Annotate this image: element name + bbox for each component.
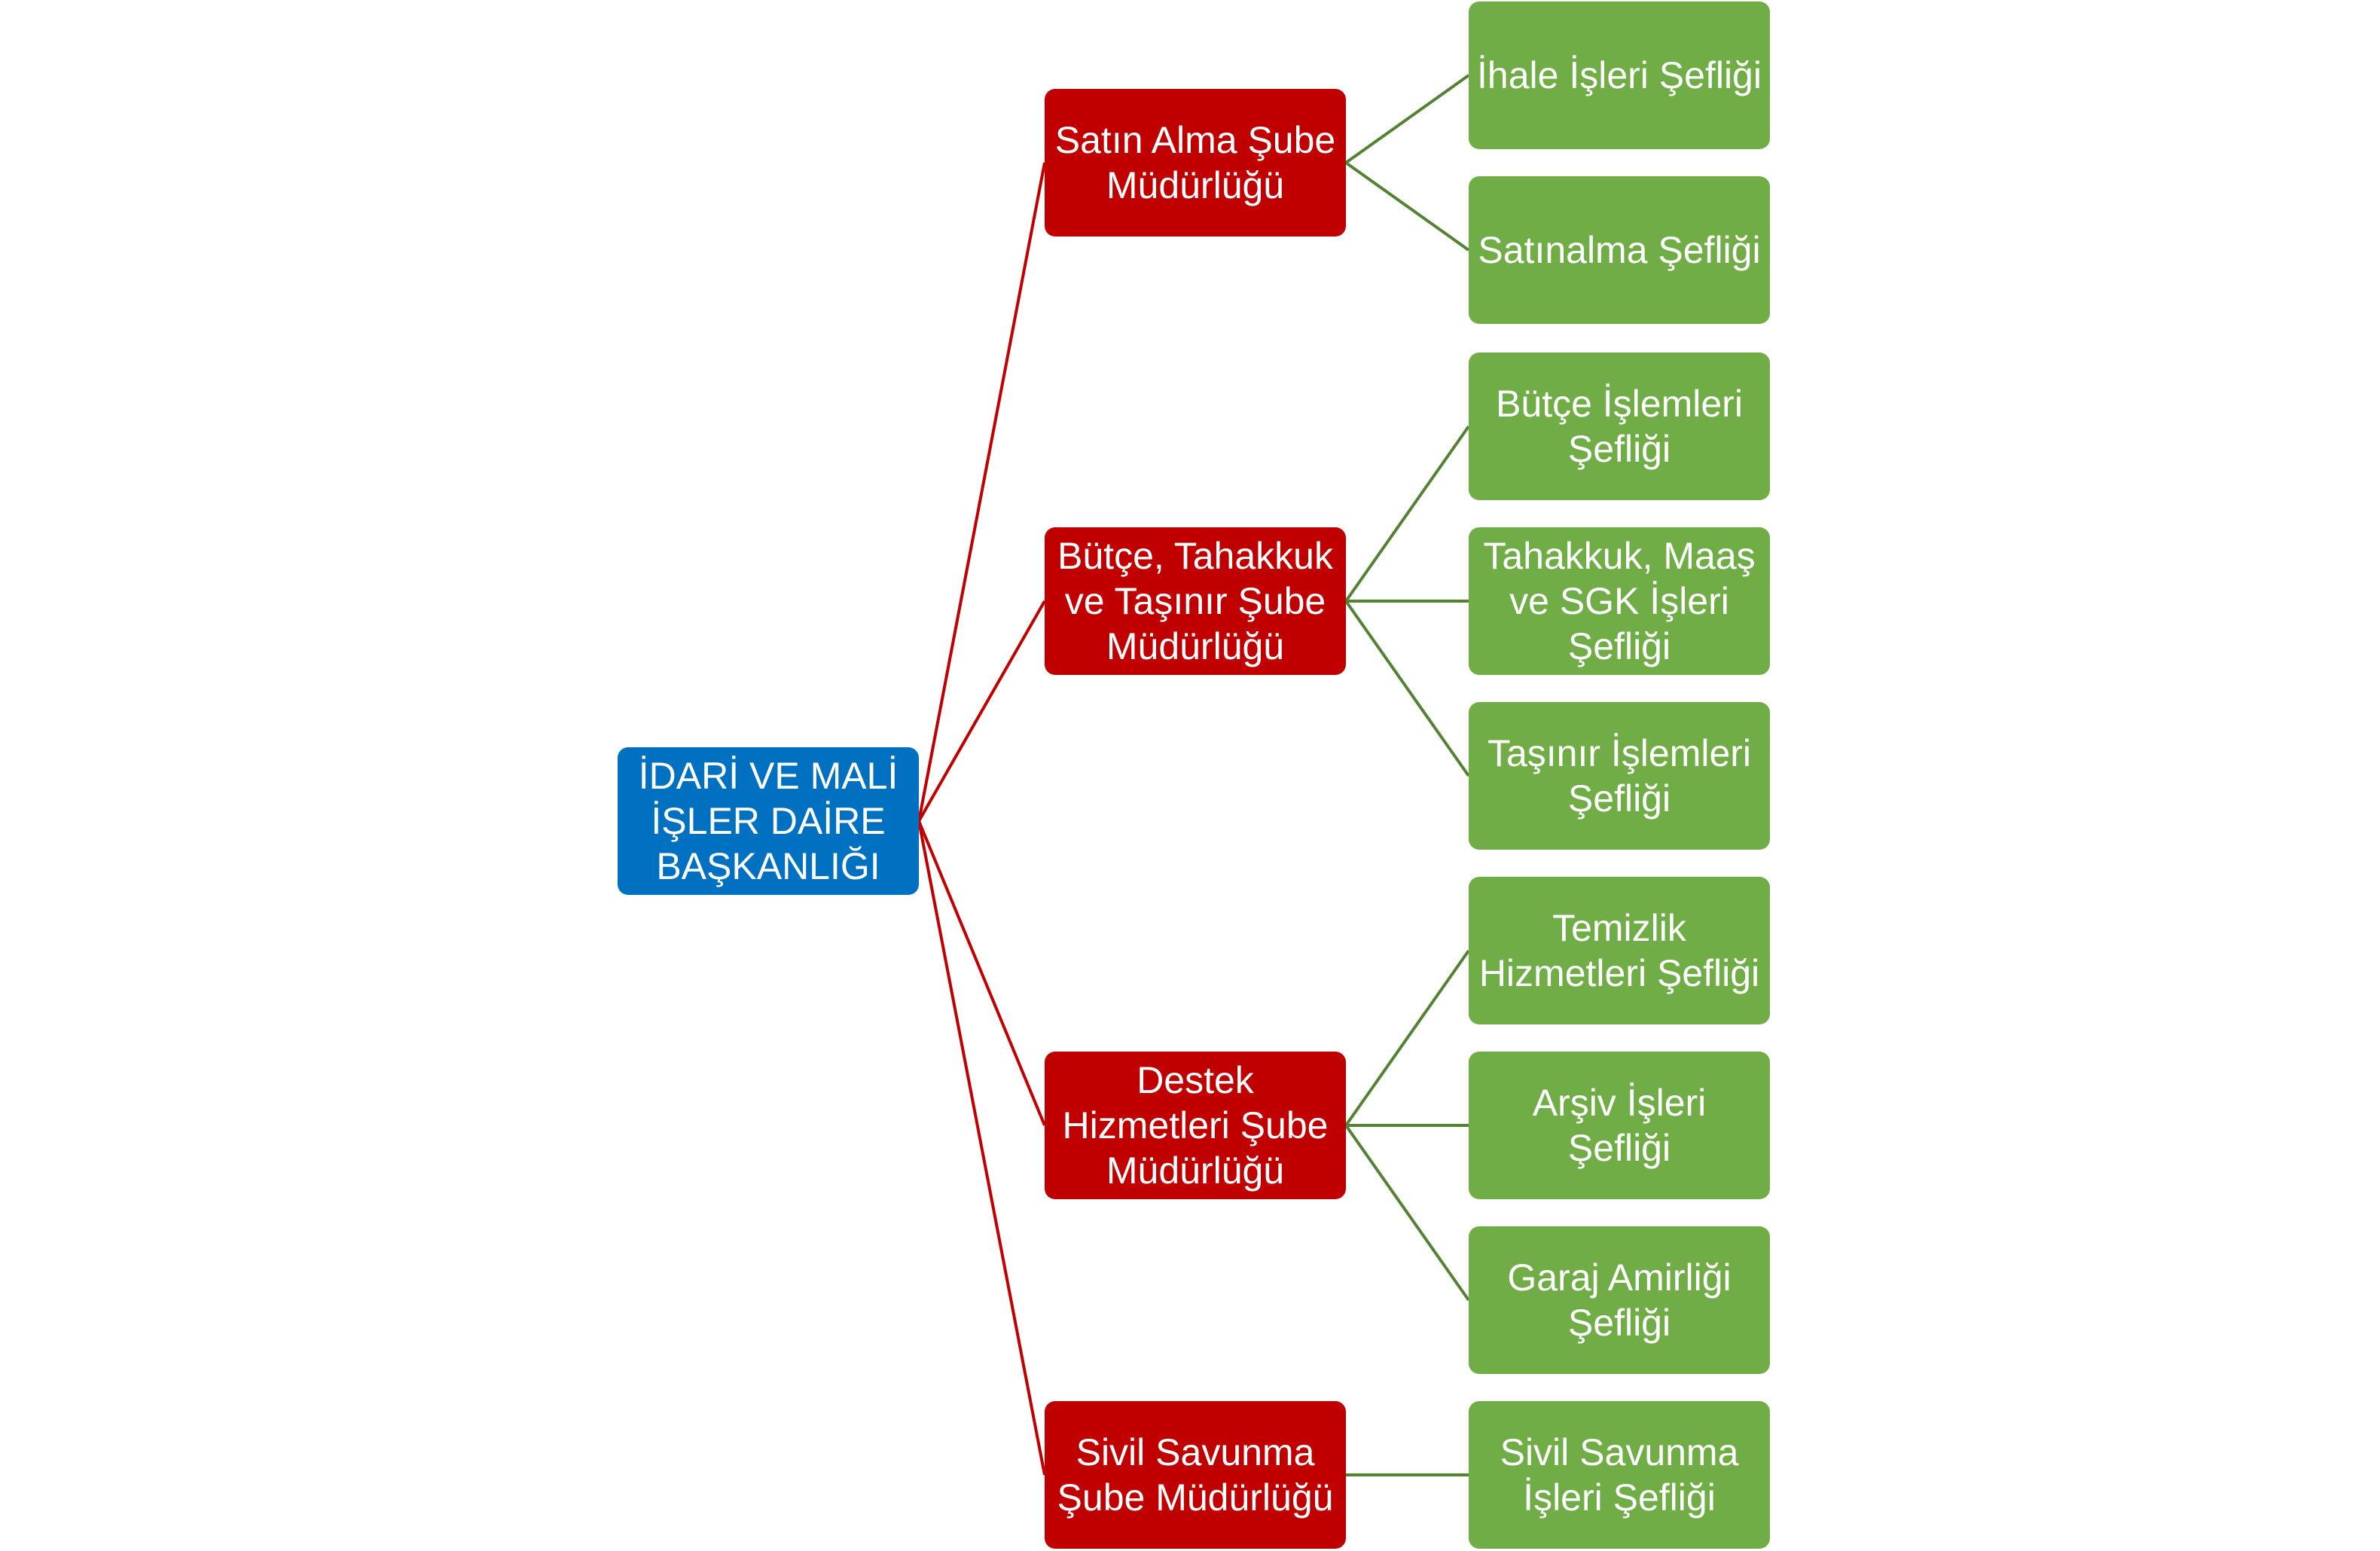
branch-node-butce-tahakkuk: Bütçe, Tahakkuk ve Taşınır Şube Müdürlüğ… <box>1045 527 1346 675</box>
leaf-node: İhale İşleri Şefliği <box>1469 2 1770 149</box>
branch-node-sivil-savunma: Sivil Savunma Şube Müdürlüğü <box>1045 1401 1346 1549</box>
leaf-label: Bütçe İşlemleri Şefliği <box>1496 383 1743 470</box>
leaf-node: Taşınır İşlemleri Şefliği <box>1469 702 1770 850</box>
branch-node-satin-alma: Satın Alma Şube Müdürlüğü <box>1045 89 1346 237</box>
leaf-label: Arşiv İşleri Şefliği <box>1532 1082 1707 1169</box>
leaf-label: Sivil Savunma İşleri Şefliği <box>1500 1431 1739 1519</box>
leaf-label: Temizlik Hizmetleri Şefliği <box>1478 907 1760 994</box>
branch-node-destek-hizmetleri: Destek Hizmetleri Şube Müdürlüğü <box>1045 1052 1346 1199</box>
branch-label: Bütçe, Tahakkuk ve Taşınır Şube Müdürlüğ… <box>1057 535 1333 667</box>
leaf-node: Satınalma Şefliği <box>1469 176 1770 324</box>
connector-branch-2-leaf-3 <box>1344 600 1470 777</box>
leaf-label: Tahakkuk, Maaş ve SGK İşleri Şefliği <box>1483 535 1756 667</box>
leaf-node: Garaj Amirliği Şefliği <box>1469 1226 1770 1374</box>
branch-label: Satın Alma Şube Müdürlüğü <box>1054 119 1336 206</box>
connector-branch-3-leaf-1 <box>1344 949 1470 1127</box>
connector-root-branch-2 <box>917 600 1046 822</box>
connector-root-branch-3 <box>917 820 1046 1126</box>
leaf-label: Satınalma Şefliği <box>1478 229 1761 271</box>
connector-branch-1-leaf-2 <box>1344 161 1470 252</box>
leaf-node: Sivil Savunma İşleri Şefliği <box>1469 1401 1770 1549</box>
leaf-node: Temizlik Hizmetleri Şefliği <box>1469 877 1770 1024</box>
connector-branch-1-leaf-1 <box>1344 74 1470 164</box>
leaf-node: Tahakkuk, Maaş ve SGK İşleri Şefliği <box>1469 527 1770 675</box>
connector-root-branch-4 <box>917 820 1046 1476</box>
leaf-node: Arşiv İşleri Şefliği <box>1469 1052 1770 1199</box>
branch-label: Destek Hizmetleri Şube Müdürlüğü <box>1062 1059 1329 1192</box>
connector-branch-3-leaf-3 <box>1344 1124 1470 1302</box>
leaf-label: İhale İşleri Şefliği <box>1477 54 1762 96</box>
leaf-node: Bütçe İşlemleri Şefliği <box>1469 353 1770 500</box>
root-label: İDARİ VE MALİ İŞLER DAİRE BAŞKANLIĞI <box>638 755 899 887</box>
branch-label: Sivil Savunma Şube Müdürlüğü <box>1057 1431 1334 1519</box>
connector-branch-2-leaf-1 <box>1344 425 1470 603</box>
connector-root-branch-1 <box>917 162 1046 822</box>
root-node: İDARİ VE MALİ İŞLER DAİRE BAŞKANLIĞI <box>618 747 919 895</box>
leaf-label: Garaj Amirliği Şefliği <box>1507 1256 1732 1344</box>
leaf-label: Taşınır İşlemleri Şefliği <box>1487 732 1752 820</box>
